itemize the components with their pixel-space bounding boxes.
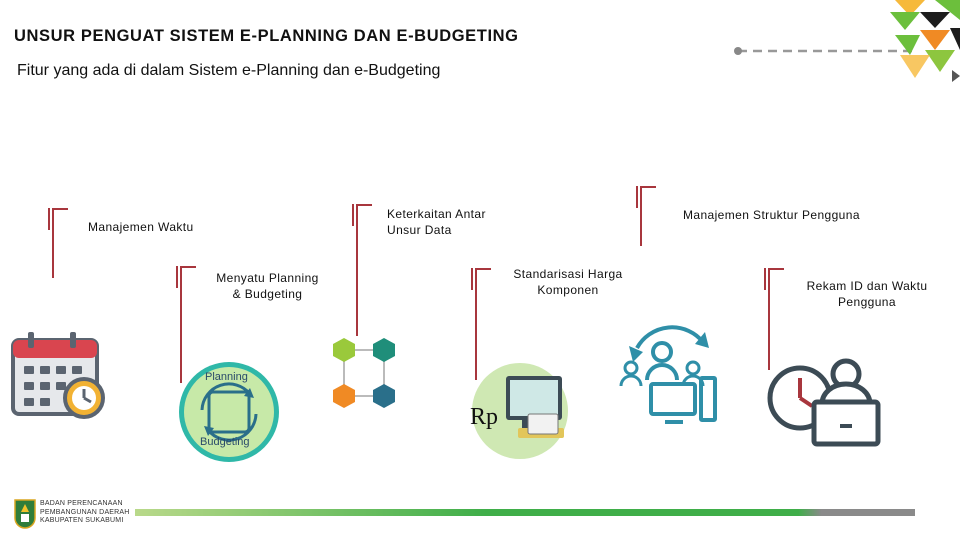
feature-label-manajemen-struktur: Manajemen Struktur Pengguna [683, 208, 860, 222]
page-subtitle: Fitur yang ada di dalam Sistem e-Plannin… [17, 62, 441, 79]
feature-label-rekam: Rekam ID dan Waktu Pengguna [796, 278, 938, 310]
feature-label-rekam-line1: Rekam ID dan Waktu [806, 279, 928, 293]
org-name: BADAN PERENCANAAN PEMBANGUNAN DAERAH KAB… [40, 500, 130, 526]
connector-standarisasi [471, 268, 491, 380]
feature-label-menyatu-line2: & Budgeting [232, 287, 303, 301]
feature-label-rekam-line2: Pengguna [838, 295, 896, 309]
org-logo [14, 499, 36, 529]
org-name-line3: KABUPATEN SUKABUMI [40, 517, 124, 524]
feature-label-keterkaitan-line1: Keterkaitan Antar [387, 207, 486, 221]
decorative-pattern [734, 0, 960, 82]
feature-label-keterkaitan-line2: Unsur Data [387, 223, 452, 237]
org-name-line1: BADAN PERENCANAAN [40, 500, 123, 507]
connector-keterkaitan [352, 204, 372, 336]
clock-user-icon [767, 358, 881, 447]
user-structure-icon [619, 325, 717, 424]
planning-icon-label: Planning [205, 371, 248, 383]
calendar-clock-icon [11, 332, 105, 419]
feature-label-standarisasi-line1: Standarisasi Harga [513, 267, 623, 281]
feature-label-menyatu-line1: Menyatu Planning [216, 271, 319, 285]
feature-label-menyatu: Menyatu Planning & Budgeting [205, 270, 330, 302]
feature-label-keterkaitan: Keterkaitan Antar Unsur Data [387, 206, 486, 238]
footer-bar [135, 509, 915, 516]
feature-label-standarisasi: Standarisasi Harga Komponen [503, 266, 633, 298]
feature-label-manajemen-waktu: Manajemen Waktu [88, 220, 194, 234]
connector-manajemen-struktur [636, 186, 656, 246]
connector-rekam [764, 268, 784, 370]
org-name-line2: PEMBANGUNAN DAERAH [40, 508, 130, 516]
connector-manajemen-waktu [48, 208, 68, 278]
page-title: UNSUR PENGUAT SISTEM E-PLANNING DAN E-BU… [14, 27, 519, 45]
rupiah-price-icon [472, 363, 568, 459]
data-network-icon [333, 338, 395, 408]
planning-budgeting-icon [179, 362, 279, 462]
connector-menyatu [176, 266, 196, 383]
rupiah-label: Rp [470, 404, 499, 430]
feature-label-standarisasi-line2: Komponen [537, 283, 599, 297]
budgeting-icon-label: Budgeting [200, 436, 250, 448]
